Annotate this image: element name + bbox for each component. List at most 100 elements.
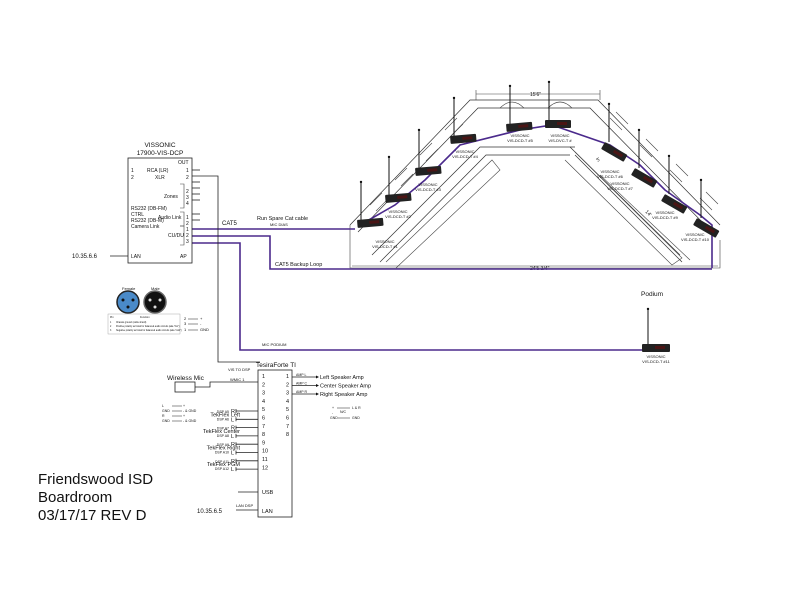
mic-model: VIS-DVC-T #	[548, 138, 572, 143]
xlr-col-pin: Pin	[110, 316, 114, 319]
dsp-input-tag: DSP A10	[215, 451, 229, 455]
vis-to-dsp-label: VIS TO DSP	[228, 367, 251, 372]
tesira-in-pin: 12	[262, 465, 268, 471]
podium-mic[interactable]	[642, 307, 670, 352]
zone-pin: 3	[186, 195, 189, 201]
amp-tag: AMP L	[296, 373, 306, 377]
input-legend: L + GND - & GND R + GND - & GND	[162, 404, 197, 423]
legend-b: +	[183, 404, 185, 408]
dcp-in-num: 1	[131, 168, 134, 174]
legend-b: +	[183, 414, 185, 418]
dsp-input-tag: DSP A6	[217, 417, 229, 421]
delegate-mic[interactable]	[385, 155, 412, 203]
mic-podium-label: MIC PODIUM	[262, 342, 286, 347]
tesira-in-pin: 2	[262, 382, 265, 388]
tesira-lan: LAN	[262, 509, 273, 515]
amp-output-label: Left Speaker Amp	[320, 375, 364, 381]
dsp-input-tag: DSP A12	[215, 467, 229, 471]
tesira-out-pin: 8	[286, 432, 289, 438]
delegate-mic[interactable]	[631, 128, 658, 188]
zone-pin: 2	[186, 189, 189, 195]
run-spare-label: Run Spare Cat cable	[257, 216, 308, 222]
tesira-out-pin: 3	[286, 391, 289, 397]
mic-model: VIS-DCD-T #9	[652, 215, 678, 220]
wireless-mic-label: Wireless Mic	[167, 375, 205, 382]
audio-link-pin: 1	[186, 215, 189, 221]
delegate-mic[interactable]	[661, 154, 688, 214]
tesira-out-pin: 5	[286, 407, 289, 413]
legend-a: L	[162, 404, 164, 408]
dcp-rs232-fm: RS232 (DB-FM)	[131, 206, 167, 212]
output-legend: + L & R - N/C GND GND	[330, 406, 361, 420]
tesira-in-pin: 3	[262, 391, 265, 397]
dcp-lan: LAN	[131, 254, 141, 260]
cudu-pin: 1	[186, 227, 189, 233]
mic-brand: VISSONIC	[375, 239, 394, 244]
mic-model: VIS-DCD-T #4	[452, 154, 478, 159]
dsp-input-tag: DSP A9	[217, 443, 229, 447]
xlr-pinout-legend: Female Male Pin Function 1 Chassis groun…	[107, 286, 209, 335]
xlr-row-pin: 3	[110, 330, 112, 332]
mic-brand: VISSONIC	[600, 169, 619, 174]
tekflex-group-label: TekFlex Right	[207, 446, 241, 452]
pinout-pin: 1	[184, 327, 187, 332]
pinout-pin: 3	[184, 321, 187, 326]
dcp-out-label: OUT	[178, 160, 189, 166]
delegate-mic[interactable]	[693, 178, 720, 238]
xlr-row-pin: 1	[110, 322, 112, 324]
dim-side-label: 14'	[644, 209, 653, 218]
mic-brand: VISSONIC	[455, 149, 474, 154]
delegate-mic[interactable]	[450, 96, 477, 144]
wireless-mic-receiver[interactable]	[174, 381, 196, 393]
tesira-lan-ip: 10.35.6.5	[197, 509, 223, 515]
legend-a: R	[162, 414, 165, 418]
delegate-mic[interactable]	[545, 80, 571, 128]
dcp-lan-ip: 10.35.6.6	[72, 254, 98, 260]
xlr-col-function: Function	[140, 316, 150, 319]
legend-a: GND	[162, 419, 170, 423]
xlr-row-fn: Positive polarity terminal for balanced …	[116, 325, 180, 328]
dcp-model: 17900-VIS-DCP	[137, 150, 184, 157]
cudu-pin: 2	[186, 233, 189, 239]
dcp-ctrl: CTRL	[131, 212, 144, 218]
tesira-out-pin: 6	[286, 416, 289, 422]
delegate-mic[interactable]	[357, 180, 384, 228]
delegate-mic[interactable]	[601, 102, 628, 162]
tesira-in-pin: 9	[262, 440, 265, 446]
xlr-female-icon	[116, 290, 140, 314]
tesira-in-pin: 10	[262, 449, 268, 455]
mic-brand: VISSONIC	[550, 133, 569, 138]
dim-small-label: 3'	[595, 156, 602, 163]
mic-dias-label: MIC DIAS	[270, 222, 288, 227]
mic-brand: VISSONIC	[510, 133, 529, 138]
dcp-brand: VISSONIC	[144, 142, 175, 149]
tesira-usb: USB	[262, 490, 274, 496]
tesira-in-pin: 8	[262, 432, 265, 438]
legend-b: - & GND	[183, 409, 197, 413]
mic-model: VIS-DCD-T #2	[385, 214, 411, 219]
amp-output-label: Right Speaker Amp	[320, 392, 367, 398]
dsp-input-tag: DSP A7	[217, 427, 229, 431]
boardroom-table-outline	[349, 90, 721, 269]
lan-dsp-label: LAN DSP	[236, 503, 253, 508]
tekflex-group-label: TekFlex Left	[210, 412, 240, 418]
tesira-out-pin: 7	[286, 424, 289, 430]
dcp-camera-link: Camera Link	[131, 224, 160, 230]
dsp-input-side: R	[231, 426, 235, 432]
dsp-input-tag: DSP A11	[215, 460, 229, 464]
legend-a: GND	[162, 409, 170, 413]
zone-pin: 4	[186, 201, 189, 207]
tesira-in-pin: 11	[262, 457, 268, 463]
cat5-wires	[190, 124, 713, 363]
dsp-input-side: R	[231, 459, 235, 465]
podium-mic-brand: VISSONIC	[646, 354, 665, 359]
delegate-mic[interactable]	[506, 84, 533, 132]
tesira-in-pin: 5	[262, 407, 265, 413]
title-line-1: Friendswood ISD	[38, 471, 153, 488]
tesira-out-pin: 1	[286, 374, 289, 380]
delegate-mic[interactable]	[415, 128, 442, 176]
vissonic-dcp-unit: VISSONIC 17900-VIS-DCP OUT 1 RCA (LR) 1 …	[110, 142, 200, 264]
